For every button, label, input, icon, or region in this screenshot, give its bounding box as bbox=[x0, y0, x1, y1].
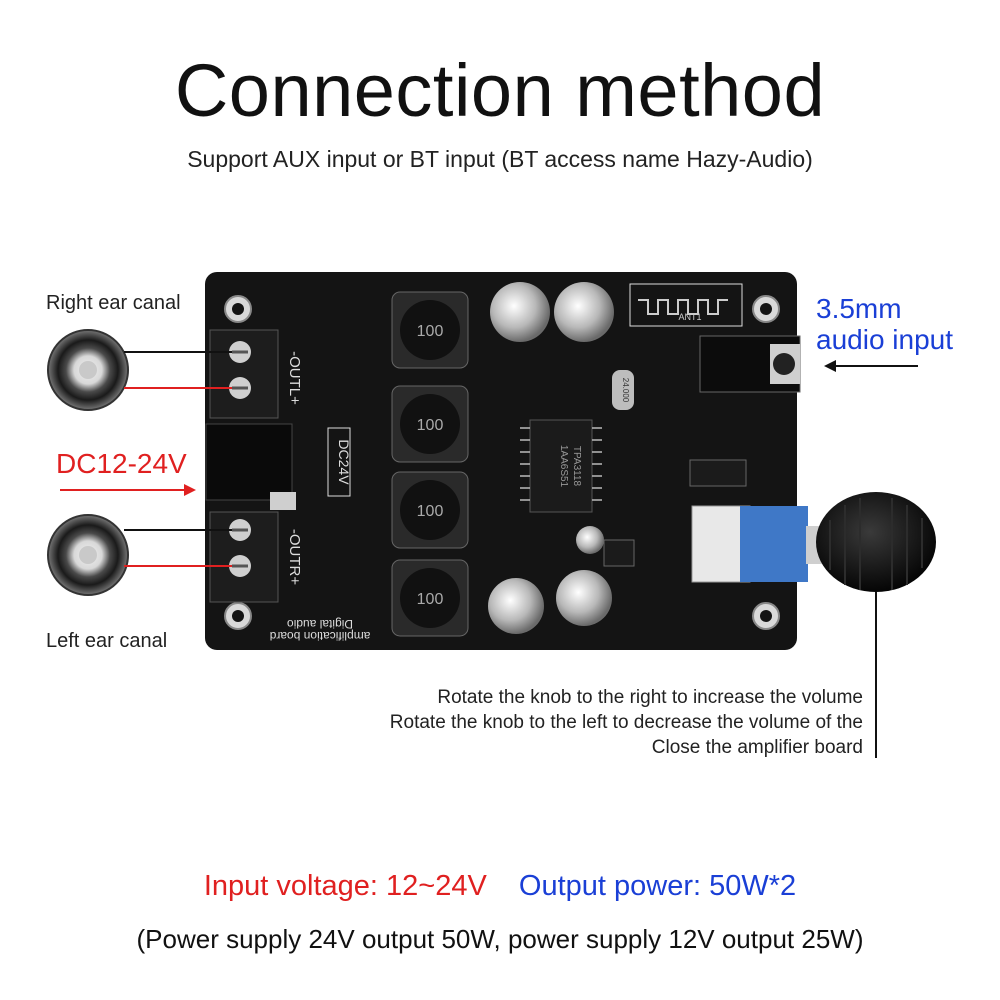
board-text-2: amplification board bbox=[270, 629, 371, 643]
knob-note-3: Close the amplifier board bbox=[651, 737, 863, 758]
audio-input-line2: audio input bbox=[816, 324, 954, 355]
potentiometer-blue bbox=[740, 506, 808, 582]
volume-knob bbox=[816, 492, 936, 592]
out-right-silk: -OUTR+ bbox=[286, 529, 303, 585]
dc-jack-pin bbox=[270, 492, 296, 510]
svg-text:100: 100 bbox=[417, 591, 444, 608]
audio-input-line1: 3.5mm bbox=[816, 293, 902, 324]
page-subtitle: Support AUX input or BT input (BT access… bbox=[187, 146, 813, 172]
dc-silk: DC24V bbox=[336, 439, 352, 485]
dc-input-label: DC12-24V bbox=[56, 448, 187, 479]
bt-antenna bbox=[629, 283, 743, 327]
inductor-2: 100 bbox=[391, 385, 469, 463]
audio-input-label: 3.5mm audio input bbox=[816, 293, 953, 355]
crystal bbox=[612, 370, 634, 410]
left-ear-label: Left ear canal bbox=[46, 630, 168, 652]
capacitor bbox=[488, 282, 614, 634]
output-power-spec: Output power: 50W*2 bbox=[518, 870, 797, 902]
terminal-block-left-out bbox=[209, 329, 279, 419]
knob-note-2: Rotate the knob to the left to decrease … bbox=[389, 712, 863, 733]
right-ear-label: Right ear canal bbox=[46, 292, 181, 314]
right-speaker bbox=[47, 329, 129, 411]
inductor-1: 100 bbox=[391, 291, 469, 369]
board-text-1: Digital audio bbox=[287, 617, 353, 631]
terminal-block-right-out bbox=[209, 511, 279, 603]
dc-jack bbox=[205, 423, 293, 501]
amplifier-chip bbox=[529, 419, 593, 513]
chip-text: TPA3118 bbox=[571, 446, 582, 487]
regulator bbox=[603, 539, 635, 567]
page-title: Connection method bbox=[174, 49, 826, 132]
ic bbox=[689, 459, 747, 487]
pcb-board bbox=[205, 272, 797, 650]
knob-note-1: Rotate the knob to the right to increase… bbox=[437, 687, 863, 708]
svg-text:100: 100 bbox=[417, 323, 444, 340]
power-footnote: (Power supply 24V output 50W, power supp… bbox=[136, 924, 864, 954]
inductor-4: 100 bbox=[391, 559, 469, 637]
svg-text:100: 100 bbox=[417, 503, 444, 520]
left-speaker bbox=[47, 514, 129, 596]
specs-line: Input voltage: 12~24V Output power: 50W*… bbox=[0, 870, 1000, 903]
input-voltage-spec: Input voltage: 12~24V bbox=[203, 870, 487, 902]
svg-text:100: 100 bbox=[417, 417, 444, 434]
antenna-text: ANT1 bbox=[678, 312, 701, 322]
out-left-silk: -OUTL+ bbox=[286, 351, 303, 405]
chip-text: 1AA6S51 bbox=[558, 445, 569, 488]
svg-text:24.000: 24.000 bbox=[621, 378, 630, 403]
inductor-3: 100 bbox=[391, 471, 469, 549]
